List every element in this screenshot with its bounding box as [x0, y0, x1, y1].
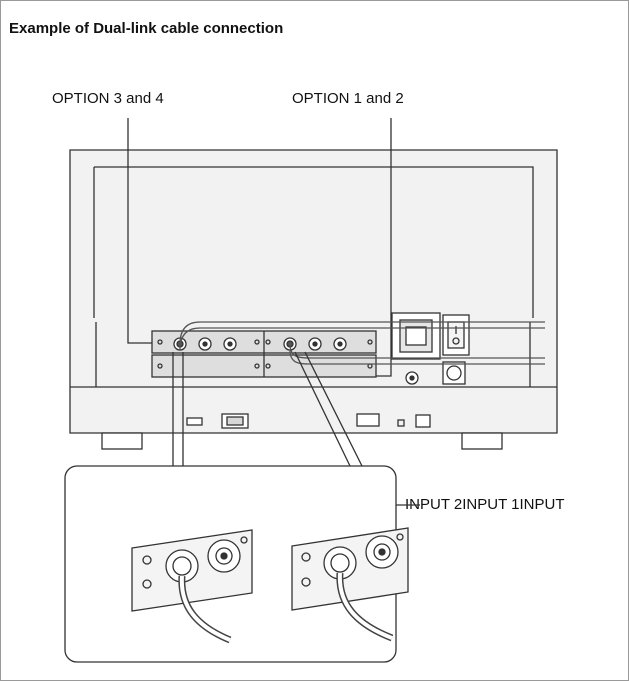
input-labels: INPUT 2INPUT 1INPUT	[405, 496, 565, 513]
diagram-title: Example of Dual-link cable connection	[9, 20, 284, 37]
monitor-feet	[101, 432, 503, 450]
detail-panel-left	[131, 529, 253, 644]
power-switch	[442, 314, 470, 356]
ac-inlet	[391, 312, 441, 360]
option-1-and-2-label: OPTION 1 and 2	[292, 90, 404, 107]
ground-terminal	[405, 371, 419, 385]
callout-leaders	[127, 118, 392, 377]
option-3-and-4-label: OPTION 3 and 4	[52, 90, 164, 107]
lower-connectors	[186, 413, 431, 429]
xlr-connector	[442, 361, 466, 385]
detail-panel-right	[291, 527, 409, 642]
zoom-indicator-lines	[172, 351, 363, 467]
